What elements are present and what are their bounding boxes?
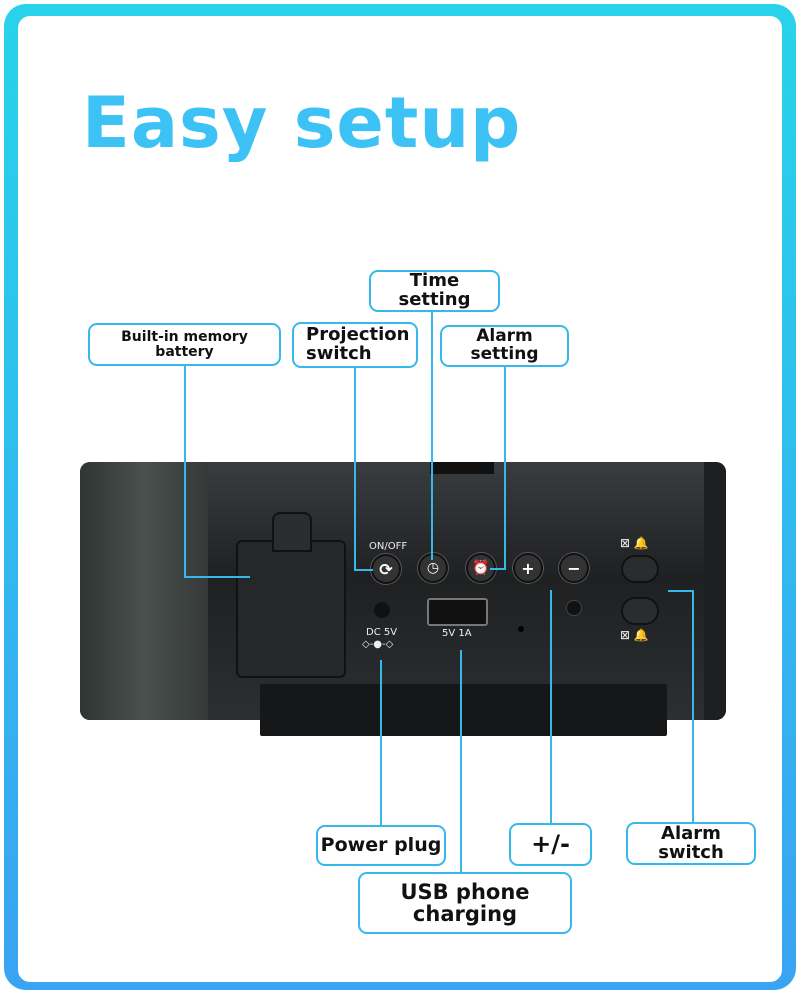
label-power: Power plug bbox=[316, 825, 446, 866]
label-projection: Projection switch bbox=[292, 322, 418, 368]
minus-button[interactable]: − bbox=[559, 553, 589, 583]
alarm2-icon: ⊠ 🔔 bbox=[620, 628, 649, 642]
usb-port bbox=[427, 598, 488, 626]
page-title: Easy setup bbox=[82, 82, 522, 164]
device-left-cap bbox=[80, 462, 208, 720]
device-right-cap bbox=[704, 462, 726, 720]
device-stand bbox=[260, 684, 667, 736]
alarm2-switch[interactable] bbox=[621, 597, 659, 625]
onoff-label: ON/OFF bbox=[369, 541, 408, 552]
label-battery: Built-in memory battery bbox=[88, 323, 281, 366]
label-alarm-switch: Alarm switch bbox=[626, 822, 756, 865]
screw bbox=[566, 600, 582, 616]
mic-hole bbox=[518, 626, 524, 632]
dc-label: DC 5V bbox=[366, 627, 398, 638]
alarm1-switch[interactable] bbox=[621, 555, 659, 583]
plus-button[interactable]: + bbox=[513, 553, 543, 583]
label-plusminus: +/- bbox=[509, 823, 592, 866]
battery-cover-tab bbox=[272, 512, 312, 552]
dc-polarity-icon: ◇-●-◇ bbox=[362, 639, 394, 650]
label-alarm-setting: Alarm setting bbox=[440, 325, 569, 367]
dc-port bbox=[374, 602, 390, 618]
usb-rating: 5V 1A bbox=[442, 628, 472, 639]
label-time: Time setting bbox=[369, 270, 500, 312]
label-usb: USB phone charging bbox=[358, 872, 572, 934]
alarm1-icon: ⊠ 🔔 bbox=[620, 536, 649, 550]
projection-button[interactable]: ⟳ bbox=[371, 554, 401, 584]
device-top-tab bbox=[430, 462, 494, 474]
